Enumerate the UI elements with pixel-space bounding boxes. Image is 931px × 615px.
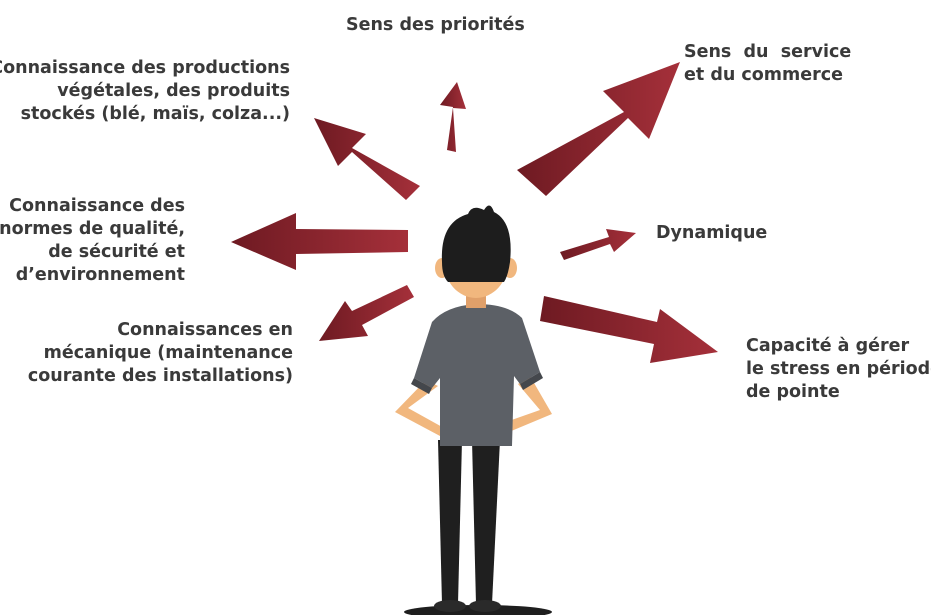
shirt-sleeve-cuff-right: [520, 372, 543, 390]
hair: [441, 205, 511, 282]
shirt: [414, 304, 540, 446]
label-line: courante des installations): [27, 366, 293, 386]
label-line: Connaissances en: [117, 320, 293, 340]
arrow-productions: [314, 118, 420, 200]
label-line: et du commerce: [684, 65, 844, 85]
label-mecanique: Connaissances en mécanique (maintenance …: [28, 319, 293, 388]
label-sens-du-service: Sens du service et du commerce: [684, 41, 851, 87]
arrow-stress: [540, 296, 718, 363]
label-line: de sécurité et: [48, 242, 185, 262]
left-leg: [438, 440, 462, 604]
person-figure: [395, 205, 552, 615]
label-line: normes de qualité,: [0, 219, 185, 239]
arrow-dynamique: [560, 229, 636, 260]
label-line: végétales, des produits: [57, 81, 290, 101]
label-line: Dynamique: [656, 223, 768, 243]
right-shoe: [469, 600, 501, 612]
shirt-sleeve-cuff-left: [411, 378, 432, 394]
label-line: mécanique (maintenance: [43, 343, 293, 363]
label-normes: Connaissance des normes de qualité, de s…: [0, 195, 185, 287]
label-line: le stress en période: [746, 359, 931, 379]
label-line: Sens du service: [684, 42, 852, 62]
label-line: stockés (blé, maïs, colza...): [20, 104, 290, 124]
left-forearm: [395, 380, 444, 436]
label-sens-des-priorites: Sens des priorités: [346, 14, 525, 37]
arrow-normes: [231, 213, 408, 270]
arrow-priorities: [440, 82, 466, 152]
label-line: Connaissance des productions: [0, 58, 290, 78]
arrow-mecanique: [319, 285, 414, 341]
label-line: Capacité à gérer: [746, 336, 910, 356]
arrow-service: [517, 62, 680, 196]
label-dynamique: Dynamique: [656, 222, 767, 245]
left-shoe: [434, 600, 466, 612]
label-line: Sens des priorités: [346, 15, 525, 35]
label-productions: Connaissance des productions végétales, …: [0, 57, 290, 126]
label-line: Connaissance des: [9, 196, 185, 216]
label-line: d’environnement: [15, 265, 185, 285]
label-stress: Capacité à gérer le stress en période de…: [746, 335, 931, 404]
label-line: de pointe: [746, 382, 840, 402]
right-forearm: [500, 376, 552, 434]
right-leg: [472, 440, 500, 604]
